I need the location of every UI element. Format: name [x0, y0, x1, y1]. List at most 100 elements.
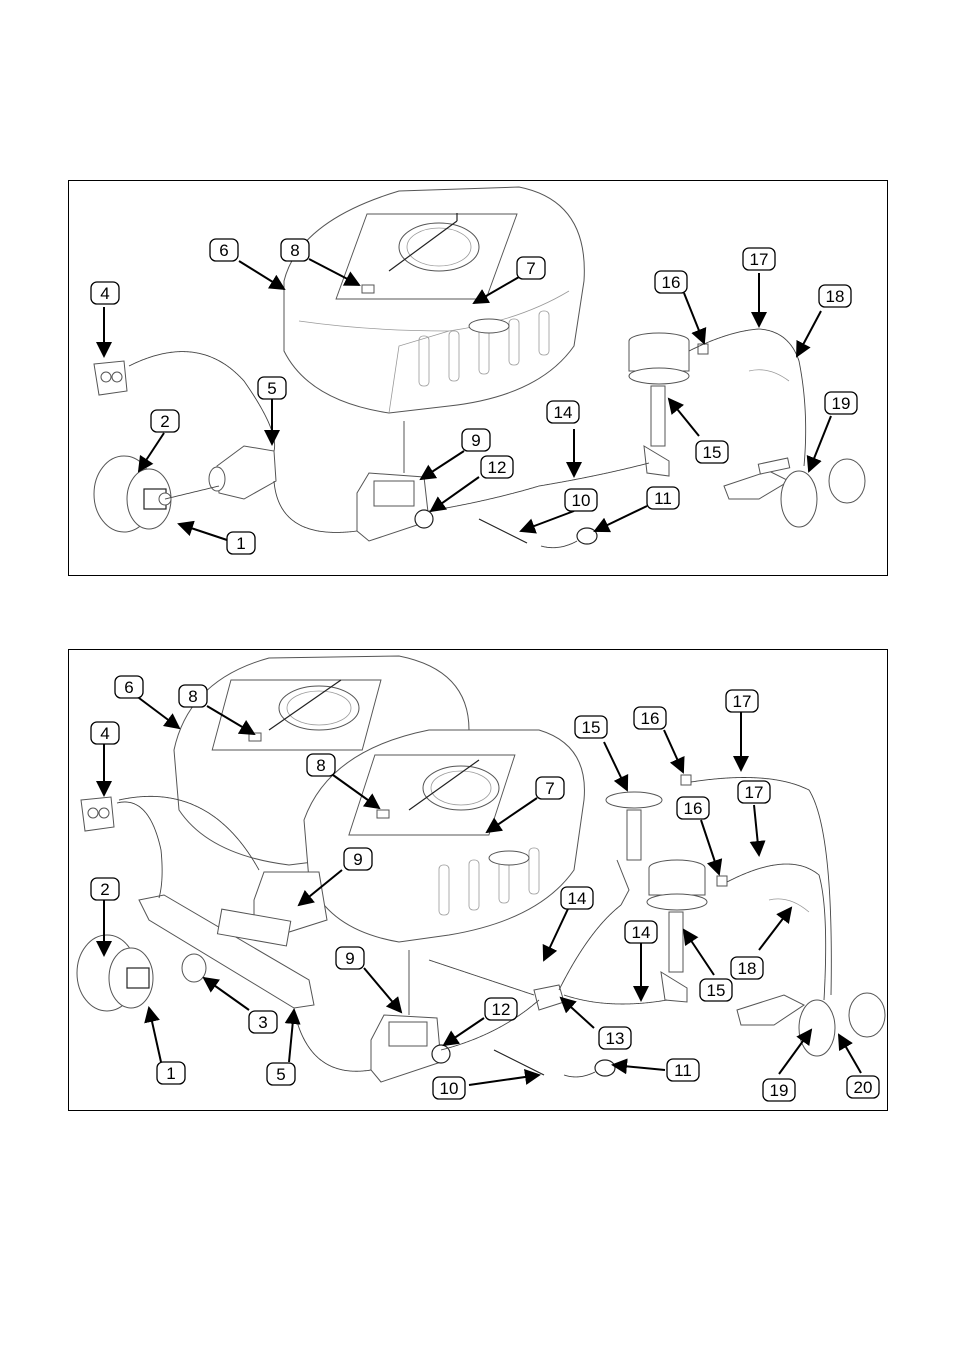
- bracket: [81, 797, 114, 831]
- callout-8-front: 8: [307, 754, 335, 776]
- svg-text:1: 1: [166, 1064, 175, 1083]
- svg-text:3: 3: [258, 1013, 267, 1032]
- figure-1-drawing: 1 2 4 5 6 7 8 9 10 11 12 14 15 16 17 18 …: [69, 181, 887, 575]
- callout-20: 20: [847, 1076, 879, 1098]
- callout-9: 9: [462, 429, 490, 451]
- svg-text:6: 6: [219, 241, 228, 260]
- callout-17-rear: 17: [726, 690, 758, 712]
- callout-10: 10: [433, 1077, 465, 1099]
- svg-text:9: 9: [471, 431, 480, 450]
- blower-fan: [94, 456, 171, 532]
- svg-text:20: 20: [854, 1078, 873, 1097]
- figure-2-drawing: 1 2 3 4 5 6 7 8 8 9 9 10 11 12 13 14 14 …: [69, 650, 887, 1110]
- svg-text:14: 14: [632, 923, 651, 942]
- seed-tank: [284, 187, 584, 413]
- distribution-tower: [629, 333, 689, 476]
- meter-roller: [479, 519, 527, 543]
- sensor: [564, 1060, 615, 1077]
- svg-text:15: 15: [582, 718, 601, 737]
- callout-6: 6: [115, 676, 143, 698]
- callout-18: 18: [819, 285, 851, 307]
- svg-text:8: 8: [188, 687, 197, 706]
- callout-1: 1: [227, 532, 255, 554]
- callout-16-front: 16: [677, 797, 709, 819]
- svg-text:2: 2: [160, 412, 169, 431]
- callout-7: 7: [517, 257, 545, 279]
- callout-7: 7: [536, 777, 564, 799]
- coupler-front: [717, 876, 727, 886]
- callout-9-front: 9: [336, 947, 364, 969]
- callout-14-lower: 14: [625, 921, 657, 943]
- svg-text:8: 8: [290, 241, 299, 260]
- callout-3: 3: [249, 1011, 277, 1033]
- callout-15-front: 15: [700, 979, 732, 1001]
- callout-11: 11: [667, 1059, 699, 1081]
- coupler-rear: [681, 775, 691, 785]
- figure-double-tank: 1 2 3 4 5 6 7 8 8 9 9 10 11 12 13 14 14 …: [68, 649, 888, 1111]
- callout-16-rear: 16: [634, 707, 666, 729]
- svg-text:16: 16: [662, 273, 681, 292]
- callout-15-rear: 15: [575, 716, 607, 738]
- svg-text:10: 10: [440, 1079, 459, 1098]
- callout-2: 2: [91, 878, 119, 900]
- svg-text:16: 16: [641, 709, 660, 728]
- svg-text:17: 17: [750, 250, 769, 269]
- callout-14-upper: 14: [561, 887, 593, 909]
- svg-text:12: 12: [488, 458, 507, 477]
- figure-single-tank: 1 2 4 5 6 7 8 9 10 11 12 14 15 16 17 18 …: [68, 180, 888, 576]
- air-adapter: [209, 446, 276, 499]
- seed-meter: [357, 473, 433, 541]
- callout-16: 16: [655, 271, 687, 293]
- callout-10: 10: [565, 489, 597, 511]
- callout-19: 19: [825, 392, 857, 414]
- svg-text:7: 7: [545, 779, 554, 798]
- callout-15: 15: [696, 441, 728, 463]
- callout-17: 17: [743, 248, 775, 270]
- callout-8: 8: [281, 239, 309, 261]
- callout-1: 1: [157, 1062, 185, 1084]
- svg-text:19: 19: [832, 394, 851, 413]
- callout-4: 4: [91, 282, 119, 304]
- svg-text:14: 14: [554, 403, 573, 422]
- svg-text:11: 11: [674, 1061, 692, 1080]
- svg-text:15: 15: [703, 443, 722, 462]
- svg-text:14: 14: [568, 889, 587, 908]
- seed-meter-rear: [217, 872, 327, 946]
- blower-fan: [77, 935, 153, 1011]
- svg-text:19: 19: [770, 1081, 789, 1100]
- callout-8-rear: 8: [179, 685, 207, 707]
- svg-text:5: 5: [276, 1065, 285, 1084]
- callout-19: 19: [763, 1079, 795, 1101]
- callout-5: 5: [258, 377, 286, 399]
- svg-text:9: 9: [353, 850, 362, 869]
- svg-text:18: 18: [826, 287, 845, 306]
- svg-text:9: 9: [345, 949, 354, 968]
- svg-text:17: 17: [733, 692, 752, 711]
- callout-14: 14: [547, 401, 579, 423]
- callout-5: 5: [267, 1063, 295, 1085]
- svg-text:16: 16: [684, 799, 703, 818]
- svg-text:12: 12: [492, 1000, 511, 1019]
- meter-roller: [494, 1050, 544, 1075]
- bracket: [94, 361, 127, 395]
- svg-text:17: 17: [745, 783, 764, 802]
- svg-text:7: 7: [526, 259, 535, 278]
- svg-text:1: 1: [236, 534, 245, 553]
- svg-text:5: 5: [267, 379, 276, 398]
- svg-text:13: 13: [606, 1029, 625, 1048]
- seed-meter-front: [371, 1015, 450, 1082]
- svg-text:15: 15: [707, 981, 726, 1000]
- svg-text:18: 18: [738, 959, 757, 978]
- svg-text:4: 4: [100, 284, 109, 303]
- svg-text:2: 2: [100, 880, 109, 899]
- callout-13: 13: [599, 1027, 631, 1049]
- callout-4: 4: [91, 722, 119, 744]
- callout-18: 18: [731, 957, 763, 979]
- callout-2: 2: [151, 410, 179, 432]
- callout-6: 6: [210, 239, 238, 261]
- svg-text:4: 4: [100, 724, 109, 743]
- svg-text:11: 11: [654, 489, 672, 508]
- callout-12: 12: [481, 456, 513, 478]
- sensor: [541, 528, 597, 548]
- callout-11: 11: [647, 487, 679, 509]
